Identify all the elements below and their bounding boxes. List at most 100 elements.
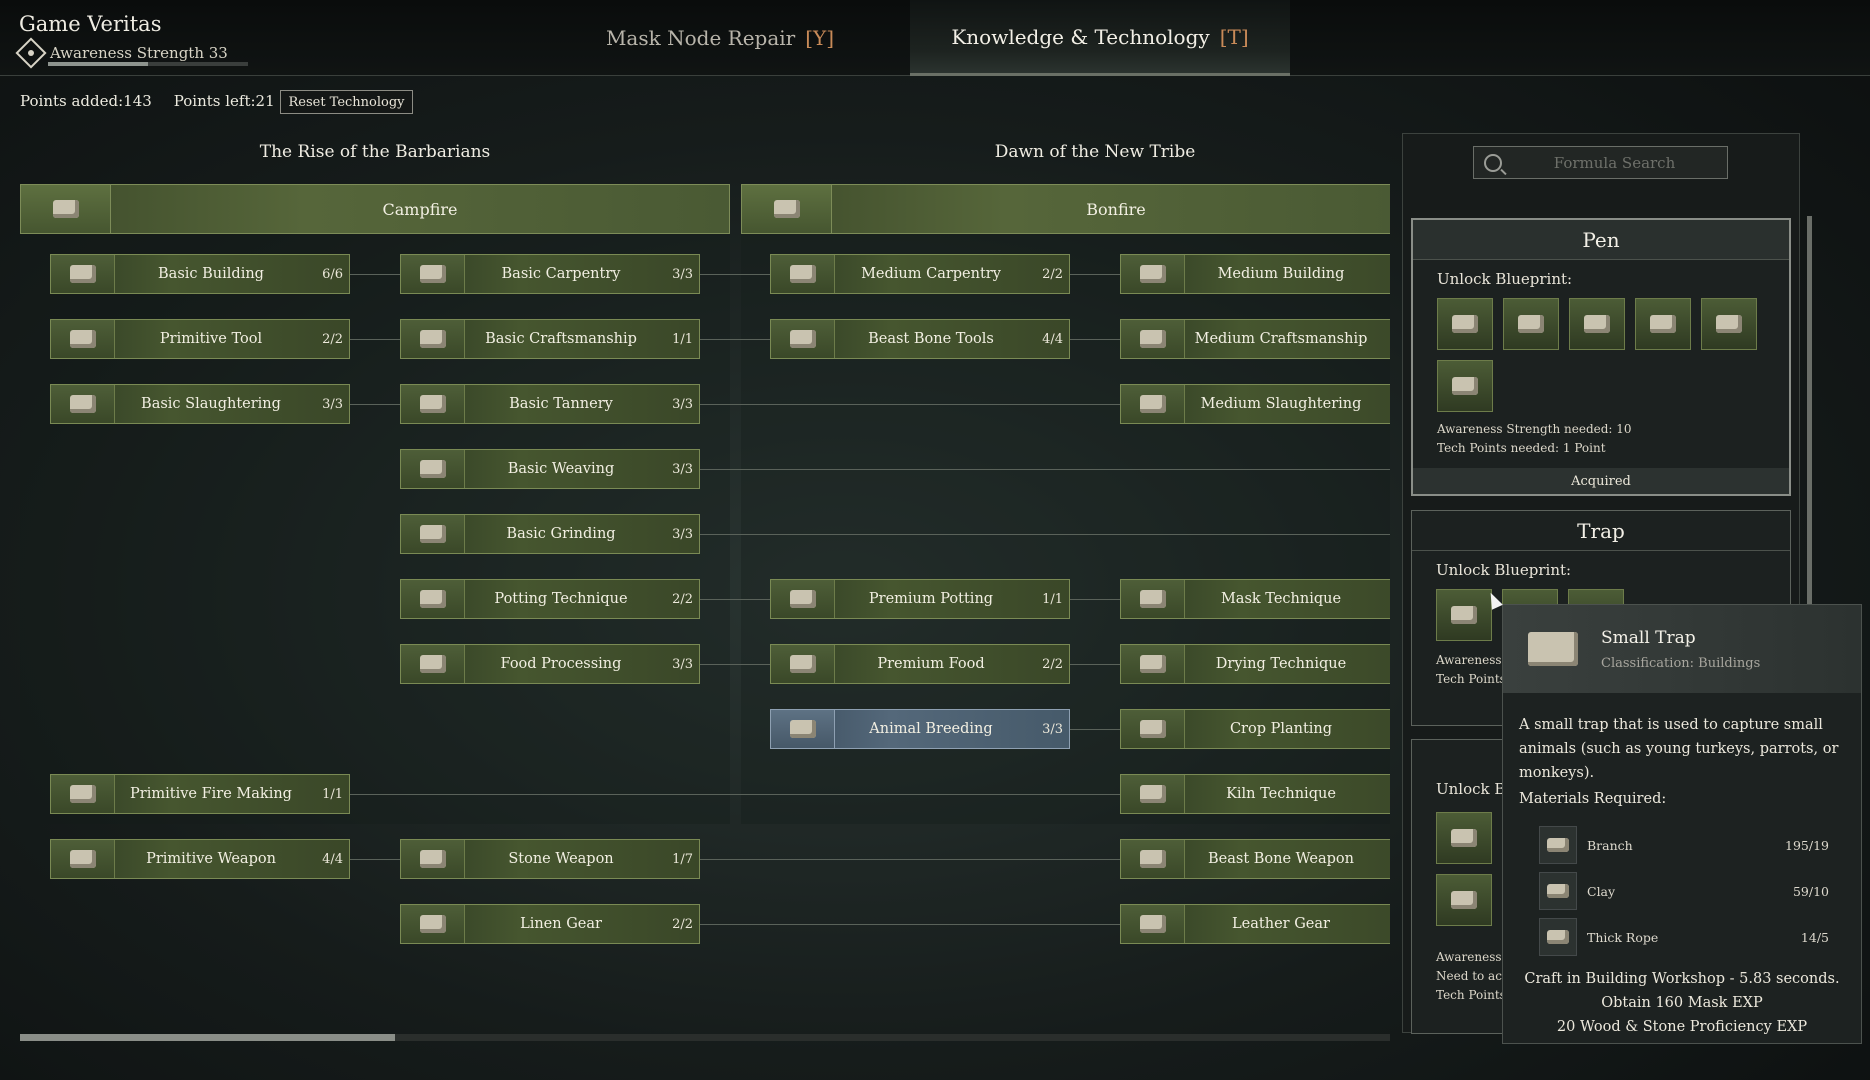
- tab-mask-node-repair[interactable]: Mask Node Repair [Y]: [560, 0, 880, 76]
- campfire-icon: [21, 185, 111, 233]
- group-header-campfire: Campfire: [20, 184, 730, 234]
- node-count: 3/3: [672, 266, 693, 282]
- blueprint-card-pen[interactable]: Pen Unlock Blueprint: Awareness Strength…: [1411, 218, 1791, 496]
- node-count: 1/1: [1042, 591, 1063, 607]
- tree-connector: [700, 404, 1120, 405]
- tab-knowledge-technology[interactable]: Knowledge & Technology [T]: [910, 0, 1290, 76]
- section-title-barbarians: The Rise of the Barbarians: [259, 142, 491, 162]
- tech-node-food-processing[interactable]: Food Processing 3/3: [400, 644, 700, 684]
- blueprint-basket-icon[interactable]: [1436, 812, 1492, 864]
- clay-icon: [1539, 872, 1577, 910]
- tech-node-medium-slaughtering[interactable]: Medium Slaughtering: [1120, 384, 1390, 424]
- node-count: 2/2: [1042, 266, 1063, 282]
- awareness-needed: Awareness: [1436, 653, 1502, 667]
- cooking-icon: [401, 645, 465, 683]
- tree-connector: [700, 469, 1390, 470]
- awareness-needed: Awareness: [1436, 950, 1502, 964]
- stone-spear-icon: [401, 840, 465, 878]
- scrollbar-thumb[interactable]: [20, 1034, 395, 1041]
- tech-node-medium-craftsmanship[interactable]: Medium Craftsmanship: [1120, 319, 1390, 359]
- tree-connector: [350, 859, 400, 860]
- tech-node-leather-gear[interactable]: Leather Gear: [1120, 904, 1390, 944]
- tech-node-beast-bone-weapon[interactable]: Beast Bone Weapon: [1120, 839, 1390, 879]
- material-count: 14/5: [1800, 929, 1829, 945]
- node-count: 2/2: [672, 916, 693, 932]
- awareness-strength: Awareness Strength 33: [15, 37, 228, 69]
- tree-connector: [1070, 729, 1120, 730]
- node-label: Beast Bone Weapon: [1208, 851, 1354, 867]
- leather-armor-icon: [1121, 905, 1185, 943]
- unlock-label: Unlock B: [1436, 780, 1506, 798]
- tech-node-mask-technique[interactable]: Mask Technique: [1120, 579, 1390, 619]
- bone-spear-icon: [1121, 840, 1185, 878]
- node-count: 3/3: [672, 656, 693, 672]
- node-label: Primitive Weapon: [146, 851, 276, 867]
- tooltip-classification: Classification: Buildings: [1601, 655, 1761, 671]
- node-label: Premium Potting: [868, 591, 994, 607]
- formula-search[interactable]: [1473, 146, 1728, 179]
- points-left: Points left:21: [173, 92, 275, 110]
- blueprint-feeder-icon[interactable]: [1701, 298, 1757, 350]
- node-label: Medium Building: [1217, 266, 1345, 282]
- blueprint-sack-icon[interactable]: [1437, 360, 1493, 412]
- material-row: Clay 59/10: [1539, 871, 1829, 911]
- scrollbar-thumb[interactable]: [1807, 216, 1812, 604]
- search-input[interactable]: [1502, 152, 1727, 173]
- node-label: Basic Craftsmanship: [485, 331, 637, 347]
- workbench-icon: [401, 320, 465, 358]
- spear-icon: [51, 840, 115, 878]
- card-title: Pen: [1413, 220, 1789, 260]
- node-count: 4/4: [1042, 331, 1063, 347]
- mask-bench-icon: [1121, 580, 1185, 618]
- bone-pick-icon: [771, 320, 835, 358]
- blueprint-pen-icon[interactable]: [1437, 298, 1493, 350]
- tech-node-crop-planting[interactable]: Crop Planting: [1120, 709, 1390, 749]
- pottery-icon: [401, 580, 465, 618]
- blueprint-trough-icon[interactable]: [1635, 298, 1691, 350]
- tree-connector: [700, 599, 770, 600]
- acquired-status: Acquired: [1413, 468, 1789, 494]
- tech-tree[interactable]: The Rise of the Barbarians Dawn of the N…: [0, 130, 1390, 1050]
- blueprint-basket-icon[interactable]: [1436, 874, 1492, 926]
- blueprint-grid: [1437, 298, 1777, 412]
- drying-rack-icon: [1121, 645, 1185, 683]
- tech-node-drying-technique[interactable]: Drying Technique: [1120, 644, 1390, 684]
- tree-connector: [700, 664, 770, 665]
- horizontal-scrollbar[interactable]: [20, 1034, 1390, 1041]
- material-name: Thick Rope: [1587, 929, 1659, 945]
- blueprint-pen-icon[interactable]: [1503, 298, 1559, 350]
- node-label: Basic Slaughtering: [141, 396, 281, 412]
- node-label: Food Processing: [500, 656, 622, 672]
- tech-node-medium-building[interactable]: Medium Building: [1120, 254, 1390, 294]
- node-label: Stone Weapon: [508, 851, 614, 867]
- reset-technology-button[interactable]: Reset Technology: [280, 90, 413, 114]
- node-label: Crop Planting: [1229, 721, 1333, 737]
- tree-connector: [700, 924, 1120, 925]
- tech-node-kiln-technique[interactable]: Kiln Technique: [1120, 774, 1390, 814]
- blueprint-small-trap-icon[interactable]: [1436, 589, 1492, 641]
- tech-node-premium-potting[interactable]: Premium Potting 1/1: [770, 579, 1070, 619]
- blueprint-post-icon[interactable]: [1569, 298, 1625, 350]
- pen-icon: [771, 710, 835, 748]
- kiln-icon: [1121, 775, 1185, 813]
- blueprint-grid: [1436, 812, 1506, 926]
- node-label: Medium Craftsmanship: [1194, 331, 1368, 347]
- tab-hotkey: [T]: [1219, 24, 1249, 49]
